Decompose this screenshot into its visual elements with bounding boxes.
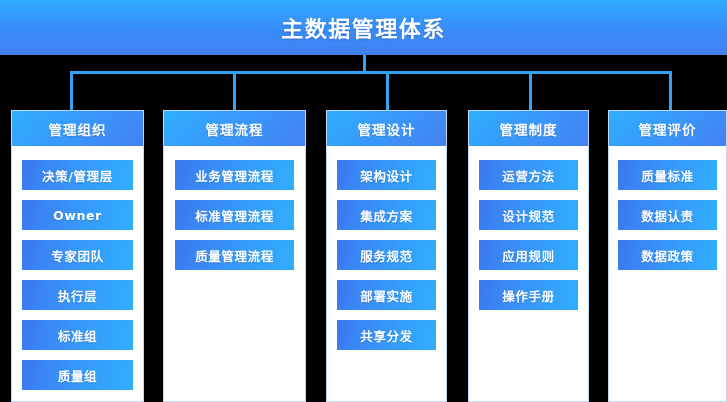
connector-drop-1 bbox=[70, 71, 73, 111]
list-item[interactable]: 架构设计 bbox=[336, 160, 437, 190]
connector-drop-4 bbox=[529, 71, 532, 111]
list-item[interactable]: 业务管理流程 bbox=[175, 160, 294, 190]
column-body-0: 决策/管理层 Owner 专家团队 执行层 标准组 质量组 bbox=[12, 146, 143, 390]
list-item[interactable]: 标准组 bbox=[22, 320, 133, 350]
connector-drop-3 bbox=[386, 71, 389, 111]
list-item[interactable]: Owner bbox=[22, 200, 133, 230]
column-header-0: 管理组织 bbox=[12, 111, 143, 146]
list-item[interactable]: 质量管理流程 bbox=[175, 240, 294, 270]
list-item[interactable]: 应用规则 bbox=[478, 240, 579, 270]
list-item[interactable]: 专家团队 bbox=[22, 240, 133, 270]
page-title: 主数据管理体系 bbox=[281, 17, 446, 43]
column-header-4: 管理评价 bbox=[609, 111, 726, 146]
list-item[interactable]: 决策/管理层 bbox=[22, 160, 133, 190]
list-item[interactable]: 设计规范 bbox=[478, 200, 579, 230]
column-body-2: 架构设计 集成方案 服务规范 部署实施 共享分发 bbox=[327, 146, 446, 350]
connector-stem bbox=[363, 55, 366, 73]
list-item[interactable]: 质量组 bbox=[22, 360, 133, 390]
list-item[interactable]: 共享分发 bbox=[336, 320, 437, 350]
list-item[interactable]: 数据政策 bbox=[618, 240, 717, 270]
column-header-1: 管理流程 bbox=[164, 111, 305, 146]
connector-drop-5 bbox=[669, 71, 672, 111]
column-body-4: 质量标准 数据认责 数据政策 bbox=[609, 146, 726, 270]
column-body-1: 业务管理流程 标准管理流程 质量管理流程 bbox=[164, 146, 305, 270]
list-item[interactable]: 操作手册 bbox=[478, 280, 579, 310]
column-card-management-organization[interactable]: 管理组织 决策/管理层 Owner 专家团队 执行层 标准组 质量组 bbox=[11, 110, 144, 402]
list-item[interactable]: 服务规范 bbox=[336, 240, 437, 270]
list-item[interactable]: 执行层 bbox=[22, 280, 133, 310]
list-item[interactable]: 运营方法 bbox=[478, 160, 579, 190]
list-item[interactable]: 数据认责 bbox=[618, 200, 717, 230]
list-item[interactable]: 集成方案 bbox=[336, 200, 437, 230]
list-item[interactable]: 质量标准 bbox=[618, 160, 717, 190]
column-card-management-process[interactable]: 管理流程 业务管理流程 标准管理流程 质量管理流程 bbox=[163, 110, 306, 402]
column-card-management-system[interactable]: 管理制度 运营方法 设计规范 应用规则 操作手册 bbox=[468, 110, 589, 402]
list-item[interactable]: 部署实施 bbox=[336, 280, 437, 310]
connector-horizontal-bar bbox=[70, 71, 672, 74]
title-banner: 主数据管理体系 bbox=[0, 0, 727, 55]
column-header-2: 管理设计 bbox=[327, 111, 446, 146]
column-card-management-evaluation[interactable]: 管理评价 质量标准 数据认责 数据政策 bbox=[608, 110, 727, 402]
list-item[interactable]: 标准管理流程 bbox=[175, 200, 294, 230]
column-body-3: 运营方法 设计规范 应用规则 操作手册 bbox=[469, 146, 588, 310]
column-card-management-design[interactable]: 管理设计 架构设计 集成方案 服务规范 部署实施 共享分发 bbox=[326, 110, 447, 402]
column-header-3: 管理制度 bbox=[469, 111, 588, 146]
connector-drop-2 bbox=[233, 71, 236, 111]
